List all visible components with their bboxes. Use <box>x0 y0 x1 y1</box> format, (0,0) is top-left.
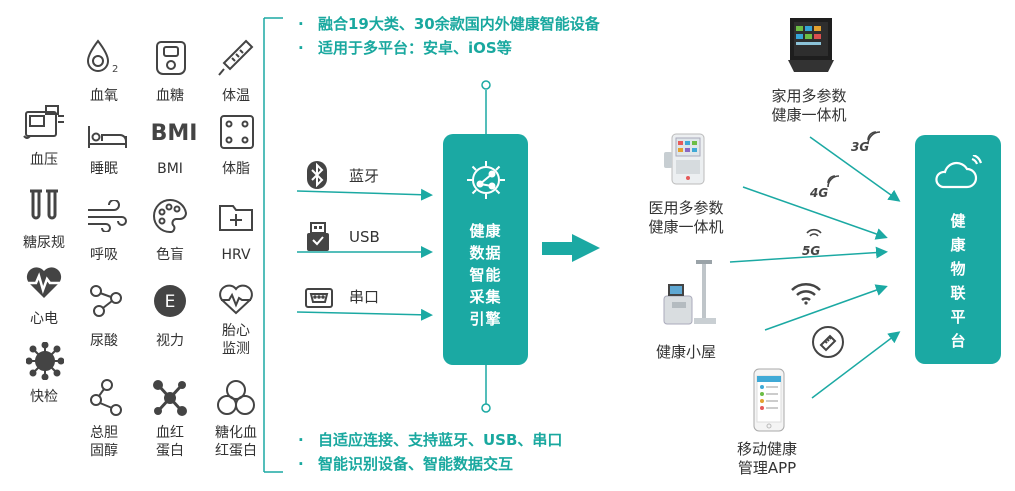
connection-label-serial: 串口 <box>349 288 380 306</box>
cloud-signal-icon <box>933 155 985 191</box>
grid-device-label: 体温 <box>222 88 250 104</box>
grid-device-label: 色盲 <box>156 247 184 263</box>
hemoglobin-molecule-icon <box>151 378 189 418</box>
glycated-hemoglobin-icon <box>216 378 256 418</box>
data-collection-engine: 健康 数据 智能 采集 引擎 <box>443 134 528 365</box>
signal-4g-icon <box>826 172 846 188</box>
terminal-label: 医用多参数 健康一体机 <box>648 199 724 236</box>
bmi-icon: BMI <box>150 121 198 146</box>
bluetooth-icon <box>306 160 328 190</box>
bullet-item: ·适用于多平台：安卓、iOS等 <box>298 39 512 57</box>
bullet-item: ·融合19大类、30余款国内外健康智能设备 <box>298 15 600 33</box>
grid-device-label: 尿酸 <box>90 333 118 349</box>
iot-health-platform: 健 康 物 联 平 台 <box>915 135 1001 364</box>
data-engine-gear-icon <box>464 158 508 202</box>
top-bullet-list: ·融合19大类、30余款国内外健康智能设备 ·适用于多平台：安卓、iOS等 <box>298 12 600 60</box>
terminal-label: 移动健康 管理APP <box>736 440 797 477</box>
left-device-label: 糖尿规 <box>23 235 65 251</box>
ethernet-icon <box>811 325 845 359</box>
grid-device-label: BMI <box>157 161 183 177</box>
body-fat-scale-icon <box>219 114 255 150</box>
grid-device-label: 视力 <box>156 333 184 349</box>
connection-label-usb: USB <box>349 228 380 246</box>
grid-device-label: 糖化血 红蛋白 <box>215 425 257 459</box>
molecule-icon <box>87 282 125 320</box>
wind-icon <box>86 200 128 232</box>
connection-label-bluetooth: 蓝牙 <box>349 167 380 185</box>
grid-device-label: 总胆 固醇 <box>90 425 118 459</box>
network-arrows <box>729 136 901 399</box>
bullet-item: ·自适应连接、支持蓝牙、USB、串口 <box>298 431 563 449</box>
tablet-device-image <box>786 16 836 74</box>
grid-device-label: 睡眠 <box>90 161 118 177</box>
network-label-3g: 3G <box>851 140 870 154</box>
left-device-label: 心电 <box>30 311 58 327</box>
grid-device-label: 胎心 监测 <box>222 323 250 357</box>
health-station-image <box>660 258 724 332</box>
bottom-bullet-list: ·自适应连接、支持蓝牙、USB、串口 ·智能识别设备、智能数据交互 <box>298 428 562 476</box>
network-label-4g: 4G <box>810 186 829 200</box>
heart-ecg-icon <box>24 264 64 300</box>
grid-device-label: 血红 蛋白 <box>156 425 184 459</box>
grid-device-label: 呼吸 <box>90 247 118 263</box>
grid-device-label: 血糖 <box>156 88 184 104</box>
terminal-label: 家用多参数 健康一体机 <box>771 87 847 124</box>
engine-stems <box>481 80 491 413</box>
svg-text:2: 2 <box>112 64 118 75</box>
signal-5g-icon <box>804 225 824 239</box>
platform-title: 健 康 物 联 平 台 <box>950 212 966 350</box>
left-device-label: 血压 <box>30 152 58 168</box>
signal-3g-icon <box>866 128 888 146</box>
terminal-label: 健康小屋 <box>655 343 716 361</box>
glucose-meter-icon <box>154 38 188 76</box>
thermometer-icon <box>216 38 256 78</box>
bed-icon <box>86 124 128 150</box>
network-label-5g: 5G <box>802 244 821 258</box>
virus-icon <box>26 342 64 380</box>
grid-device-label: 血氧 <box>90 88 118 104</box>
medical-kiosk-image <box>662 130 710 188</box>
wifi-icon <box>789 280 823 306</box>
engine-title: 健康 数据 智能 采集 引擎 <box>469 222 502 328</box>
blood-oxygen-icon: 2 <box>84 38 126 76</box>
grid-device-label: 体脂 <box>222 161 250 177</box>
bullet-item: ·智能识别设备、智能数据交互 <box>298 455 514 473</box>
grid-device-label: HRV <box>221 247 251 263</box>
blood-pressure-icon <box>22 102 66 142</box>
hrv-folder-icon <box>218 198 254 234</box>
svg-text:E: E <box>165 292 176 312</box>
cholesterol-molecule-icon <box>87 378 125 418</box>
palette-icon <box>152 198 188 234</box>
serial-port-icon <box>304 287 334 309</box>
left-device-label: 快检 <box>30 389 58 405</box>
connection-arrows <box>296 188 433 321</box>
fetal-heart-icon <box>217 283 255 315</box>
usb-icon <box>305 222 331 252</box>
mobile-phone-image <box>752 368 786 432</box>
eye-chart-icon: E <box>153 284 187 318</box>
bracket-line <box>263 17 283 473</box>
test-tubes-icon <box>26 188 62 224</box>
main-flow-arrow <box>542 234 600 262</box>
